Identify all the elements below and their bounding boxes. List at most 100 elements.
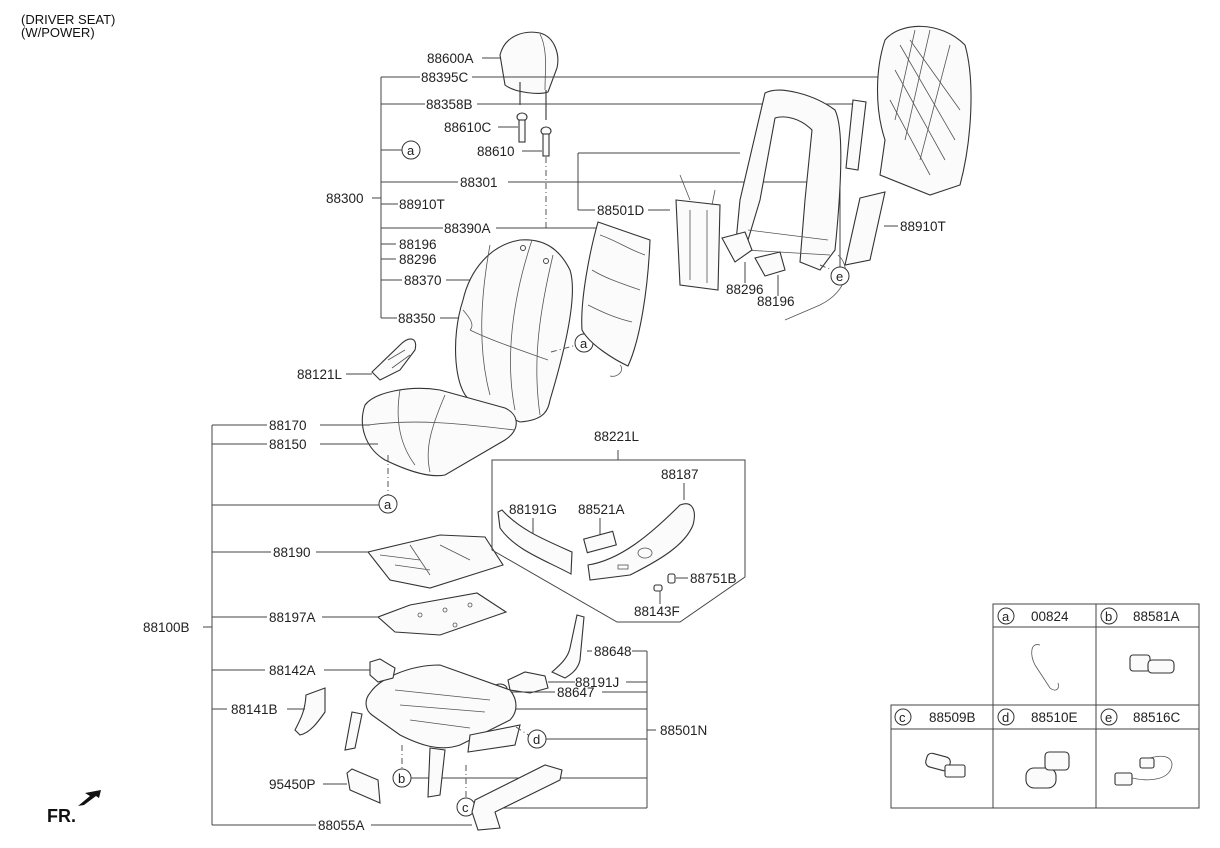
part-label-88197A[interactable]: 88197A (269, 610, 316, 625)
arrow-front-icon (78, 790, 101, 806)
seat-back-frame[interactable] (734, 89, 842, 271)
part-label-88191G[interactable]: 88191G (509, 502, 557, 517)
part-label-88301[interactable]: 88301 (460, 175, 498, 190)
ref-cell-e: e 88516C (1100, 708, 1181, 786)
callout-a-top[interactable]: a (401, 140, 421, 160)
seat-cushion[interactable] (361, 387, 517, 477)
headrest-guide-88610[interactable] (540, 126, 552, 157)
svg-text:b: b (1105, 609, 1112, 624)
seat-back-heater-mat[interactable] (581, 221, 651, 377)
part-label-88196-left[interactable]: 88196 (399, 237, 437, 252)
ref-image-a (1031, 644, 1059, 691)
part-label-88191J[interactable]: 88191J (575, 675, 619, 690)
part-label-88190[interactable]: 88190 (273, 545, 311, 560)
side-airbag-module[interactable] (844, 191, 886, 266)
callout-d[interactable]: d (527, 729, 547, 749)
part-label-88296-left[interactable]: 88296 (399, 252, 437, 267)
front-direction-indicator: FR. (47, 790, 101, 826)
part-label-88395C[interactable]: 88395C (421, 70, 469, 85)
part-label-88521A[interactable]: 88521A (578, 502, 625, 517)
seat-knob-88751B[interactable] (667, 573, 676, 584)
lumbar-support[interactable] (675, 174, 721, 291)
part-label-88055A[interactable]: 88055A (318, 818, 365, 833)
seat-type-label: (DRIVER SEAT) (21, 12, 116, 27)
part-label-88610C[interactable]: 88610C (444, 120, 492, 135)
seat-track-frame[interactable] (344, 664, 521, 798)
ref-part-e[interactable]: 88516C (1133, 710, 1181, 725)
ref-image-d (1025, 751, 1070, 789)
seat-cushion-pad[interactable] (376, 592, 508, 636)
headrest-guide-88610C[interactable] (516, 112, 528, 143)
svg-text:e: e (836, 269, 843, 284)
bracket-88300 (372, 76, 458, 319)
ref-part-c[interactable]: 88509B (929, 710, 976, 725)
reference-table: a 00824 b 88581A c 88509B d (890, 603, 1200, 809)
ref-part-a[interactable]: 00824 (1031, 609, 1069, 624)
part-label-95450P[interactable]: 95450P (269, 777, 316, 792)
part-label-88350[interactable]: 88350 (398, 311, 436, 326)
recliner-cover-88296[interactable] (721, 231, 753, 263)
part-label-88910T-left[interactable]: 88910T (399, 197, 445, 212)
part-label-88600A[interactable]: 88600A (427, 51, 474, 66)
ref-cell-b: b 88581A (1100, 607, 1180, 674)
svg-text:d: d (1002, 710, 1009, 725)
part-label-88187[interactable]: 88187 (661, 467, 699, 482)
bracket-88301 (577, 152, 841, 268)
part-label-88100B[interactable]: 88100B (143, 620, 190, 635)
part-label-88296-right[interactable]: 88296 (726, 282, 764, 297)
part-label-88358B[interactable]: 88358B (426, 97, 473, 112)
part-label-88501N[interactable]: 88501N (660, 723, 707, 738)
ref-cell-d: d 88510E (997, 708, 1078, 789)
part-label-88221L[interactable]: 88221L (594, 429, 640, 444)
part-label-88390A[interactable]: 88390A (444, 221, 491, 236)
part-label-88910T-right[interactable]: 88910T (900, 219, 946, 234)
ref-image-e (1114, 755, 1173, 786)
callout-e[interactable]: e (830, 266, 850, 286)
ref-image-b (1129, 654, 1175, 674)
seat-cover-88191J[interactable] (507, 671, 549, 694)
svg-text:c: c (899, 710, 906, 725)
seat-cushion-heater-mat[interactable] (367, 534, 504, 589)
svg-text:a: a (1002, 609, 1010, 624)
seat-knob-88143F[interactable] (653, 584, 663, 592)
svg-text:a: a (580, 336, 588, 351)
callout-a-cushion[interactable]: a (378, 494, 398, 514)
seat-side-trim[interactable] (497, 509, 573, 575)
part-label-88370[interactable]: 88370 (404, 273, 442, 288)
part-label-88501D[interactable]: 88501D (597, 203, 645, 218)
ref-part-d[interactable]: 88510E (1031, 710, 1078, 725)
part-label-88300[interactable]: 88300 (326, 191, 364, 206)
part-label-88196-right[interactable]: 88196 (757, 294, 795, 309)
track-cover-88142A[interactable] (369, 658, 396, 683)
part-label-88121L[interactable]: 88121L (297, 367, 343, 382)
part-label-88751B[interactable]: 88751B (690, 571, 737, 586)
part-label-88647[interactable]: 88647 (557, 685, 595, 700)
callout-b[interactable]: b (392, 768, 412, 788)
seat-control-module[interactable] (346, 768, 381, 804)
track-cover-88141B[interactable] (294, 687, 326, 736)
svg-text:a: a (384, 497, 392, 512)
recliner-handle-88648[interactable] (550, 614, 585, 679)
seat-back-cushion[interactable] (455, 239, 573, 423)
part-label-88648[interactable]: 88648 (594, 644, 632, 659)
side-shield-group-box (491, 450, 746, 623)
part-label-88610[interactable]: 88610 (477, 144, 515, 159)
part-label-88142A[interactable]: 88142A (269, 663, 316, 678)
power-seat-switch[interactable] (583, 530, 617, 554)
seat-back-side-cover[interactable] (371, 338, 417, 381)
part-label-88150[interactable]: 88150 (269, 437, 307, 452)
seat-back-cover[interactable] (877, 25, 972, 196)
seat-side-shield[interactable] (587, 503, 695, 581)
ref-part-b[interactable]: 88581A (1133, 609, 1180, 624)
recliner-cover-88196[interactable] (754, 251, 786, 277)
ref-cell-a: a 00824 (997, 607, 1069, 691)
seat-track-rail-cover[interactable] (471, 764, 563, 831)
svg-text:c: c (462, 800, 469, 815)
headrest-part[interactable] (499, 31, 559, 120)
part-label-88170[interactable]: 88170 (269, 418, 307, 433)
seat-back-bracket[interactable] (845, 99, 867, 171)
seat-option-label: (W/POWER) (21, 25, 95, 40)
part-label-88141B[interactable]: 88141B (231, 702, 278, 717)
part-label-88143F[interactable]: 88143F (634, 604, 680, 619)
